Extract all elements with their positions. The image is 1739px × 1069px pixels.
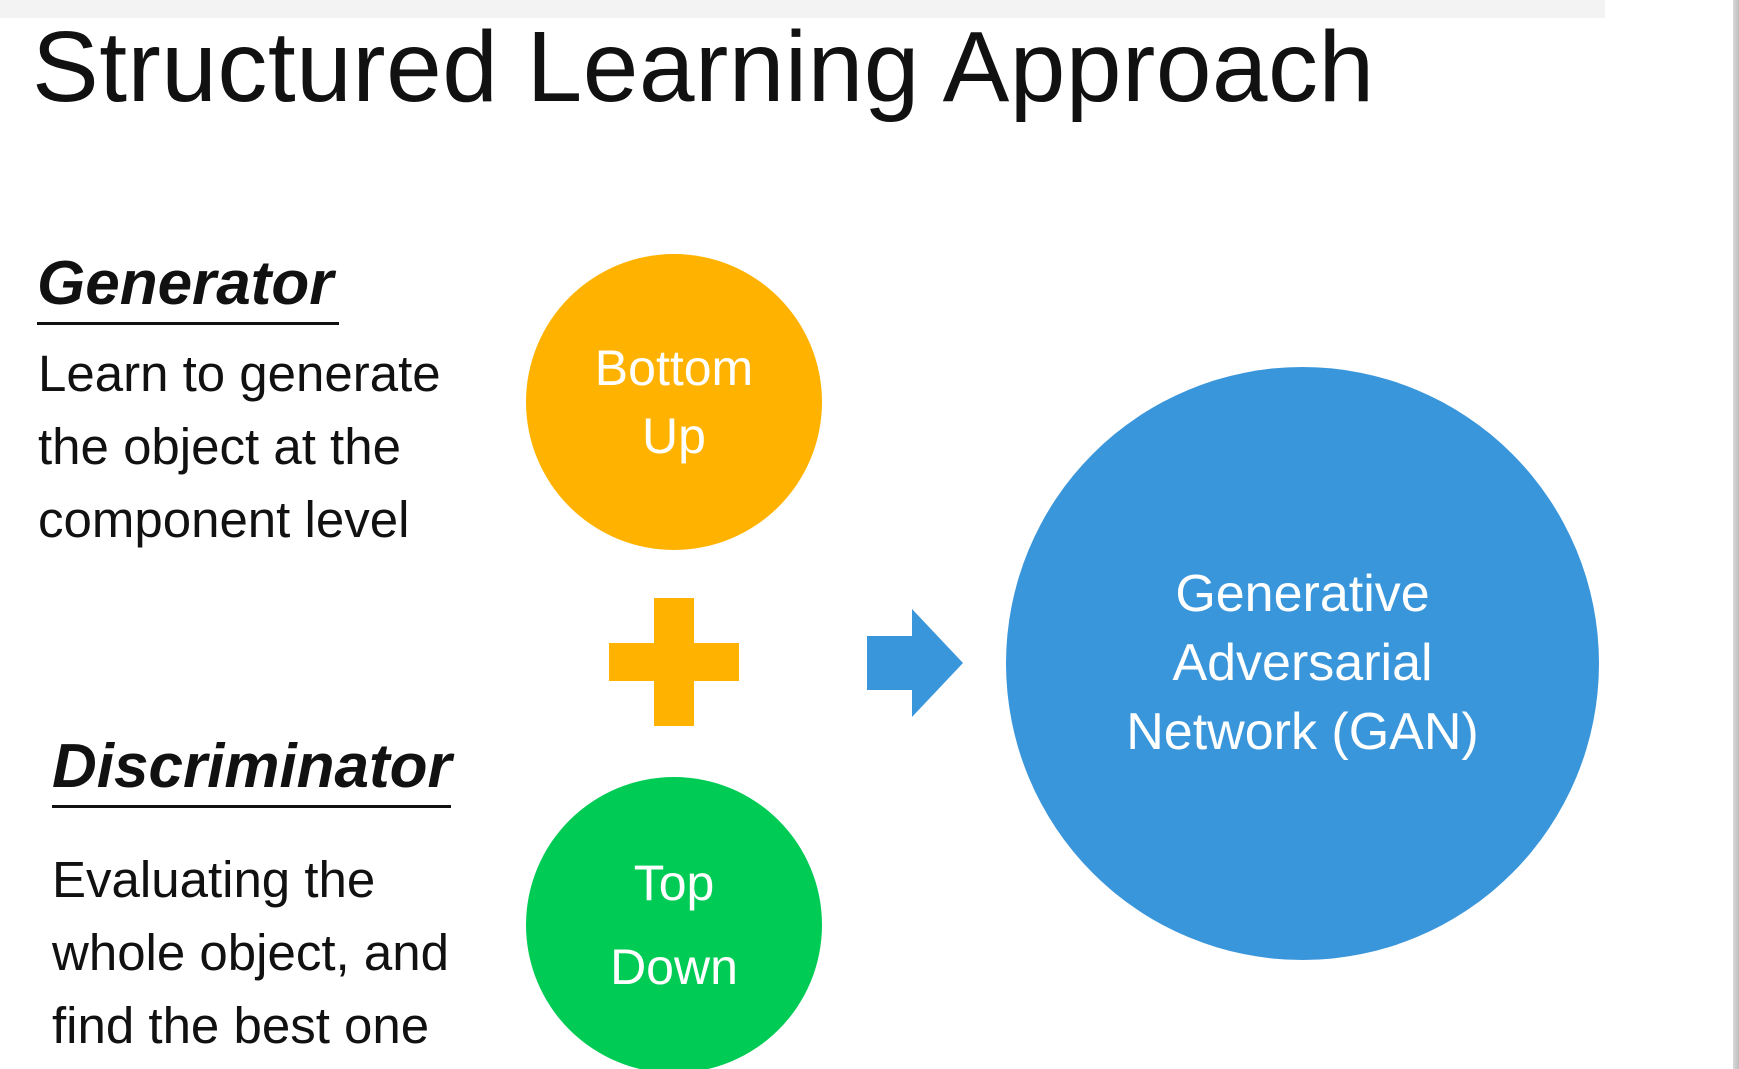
discriminator-line-1: Evaluating the: [52, 851, 376, 908]
discriminator-line-3: find the best one: [52, 997, 430, 1054]
top-down-line-2: Down: [610, 939, 738, 995]
discriminator-line-2: whole object, and: [52, 924, 449, 981]
gan-line-1: Generative: [1175, 565, 1430, 623]
right-edge: [1733, 0, 1739, 1069]
bottom-up-circle: Bottom Up: [526, 254, 822, 550]
generator-line-1: Learn to generate: [38, 345, 441, 402]
generator-underline: [37, 322, 339, 325]
generator-heading: Generator: [37, 249, 334, 318]
arrow-right-icon: [867, 609, 963, 717]
top-down-circle: Top Down: [526, 777, 822, 1069]
generator-description: Learn to generate the object at the comp…: [38, 337, 441, 556]
top-band: [0, 0, 1605, 18]
discriminator-underline: [52, 805, 451, 808]
gan-circle: Generative Adversarial Network (GAN): [1006, 367, 1599, 960]
bottom-up-line-2: Up: [642, 408, 706, 464]
generator-line-2: the object at the: [38, 418, 401, 475]
gan-line-2: Adversarial: [1172, 634, 1433, 692]
discriminator-description: Evaluating the whole object, and find th…: [52, 843, 449, 1062]
generator-line-3: component level: [38, 491, 410, 548]
plus-icon: [609, 598, 739, 726]
gan-line-3: Network (GAN): [1126, 703, 1479, 761]
discriminator-heading: Discriminator: [52, 732, 452, 801]
top-down-line-1: Top: [633, 855, 715, 911]
bottom-up-line-1: Bottom: [594, 340, 754, 396]
slide-title: Structured Learning Approach: [32, 11, 1375, 123]
